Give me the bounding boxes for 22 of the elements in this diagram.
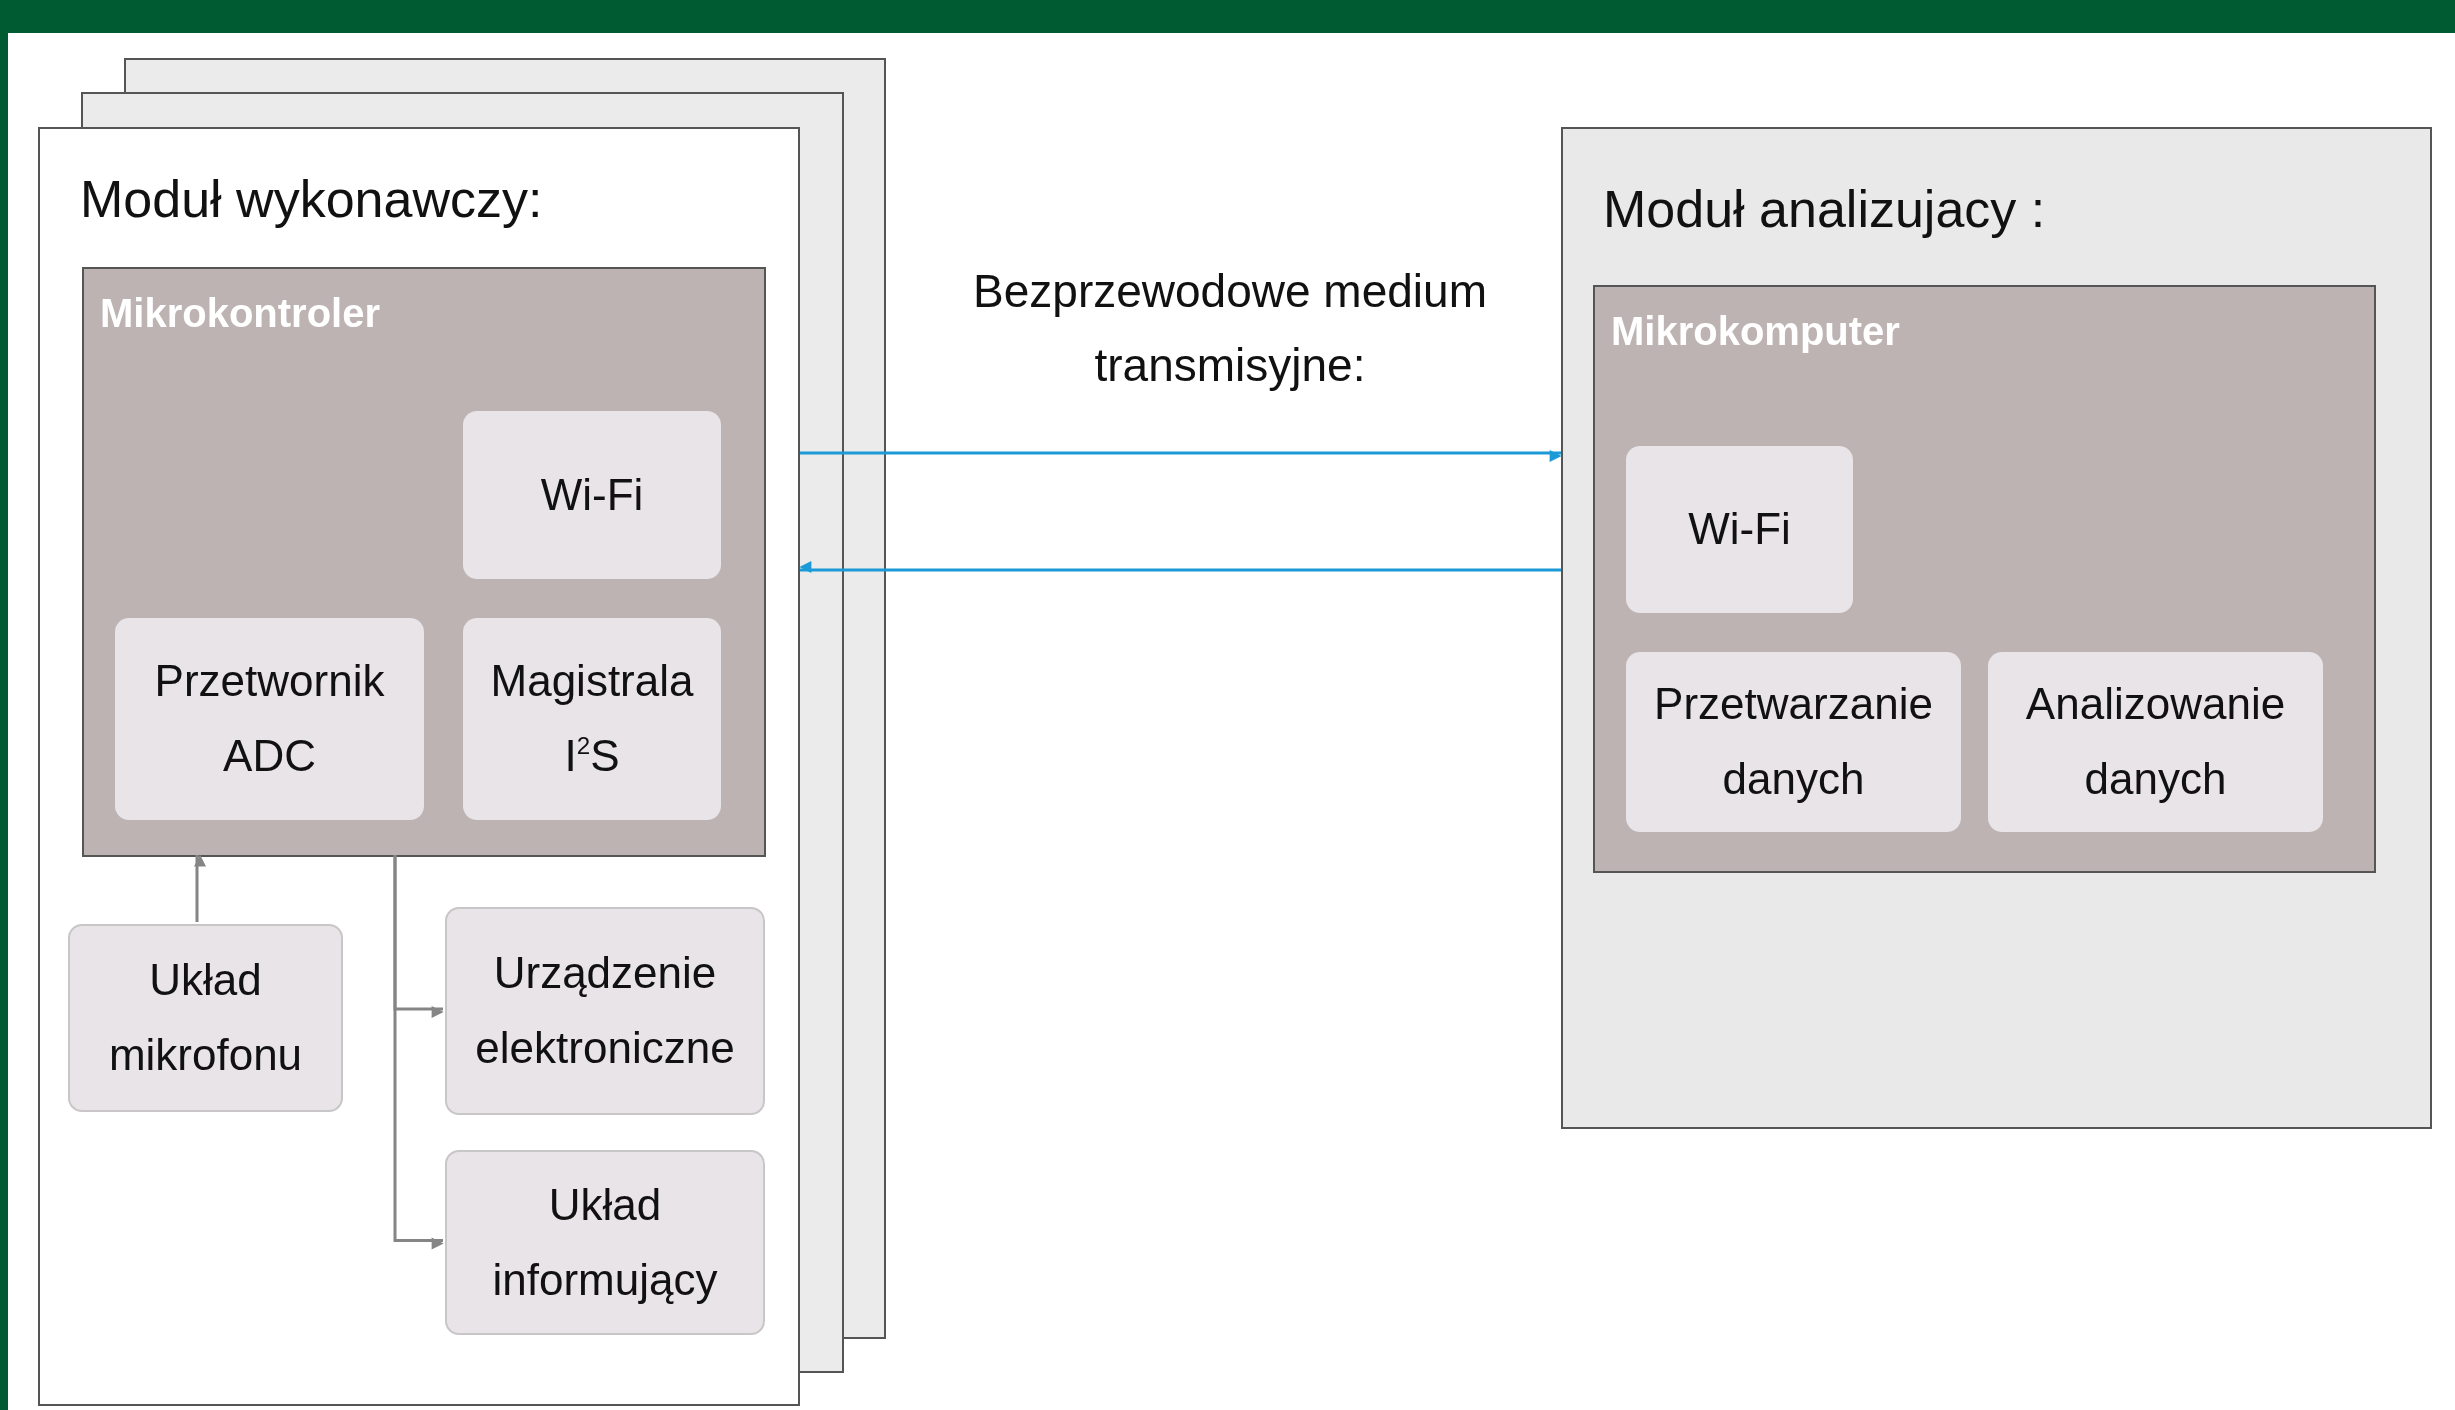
function-box: Magistrala I$^{2}$S — [463, 618, 721, 820]
chip-panel — [82, 267, 766, 857]
arrow — [194, 854, 206, 922]
module-panel — [1561, 127, 2432, 1129]
chip-title: Mikrokomputer — [1611, 309, 1900, 354]
arrow — [800, 450, 1562, 462]
function-box: Układ mikrofonu — [68, 924, 343, 1112]
function-box: Układ informujący — [445, 1150, 765, 1335]
chip-panel — [1593, 285, 2376, 873]
function-box: Przetwornik ADC — [115, 618, 424, 820]
module-panel — [38, 127, 800, 1406]
medium-label: Bezprzewodowe medium transmisyjne: — [972, 264, 1488, 393]
function-box: Przetwarzanie danych — [1626, 652, 1961, 832]
arrow — [393, 855, 444, 1250]
function-box: Wi-Fi — [463, 411, 721, 579]
chip-title: Mikrokontroler — [100, 291, 381, 336]
function-box: Urządzenie elektroniczne — [445, 907, 765, 1115]
function-box: Wi-Fi — [1626, 446, 1853, 613]
arrow — [799, 561, 1561, 573]
function-box: Analizowanie danych — [1988, 652, 2323, 832]
module-title: Moduł analizujacy : — [1603, 179, 2046, 239]
module-title: Moduł wykonawczy: — [80, 169, 543, 229]
